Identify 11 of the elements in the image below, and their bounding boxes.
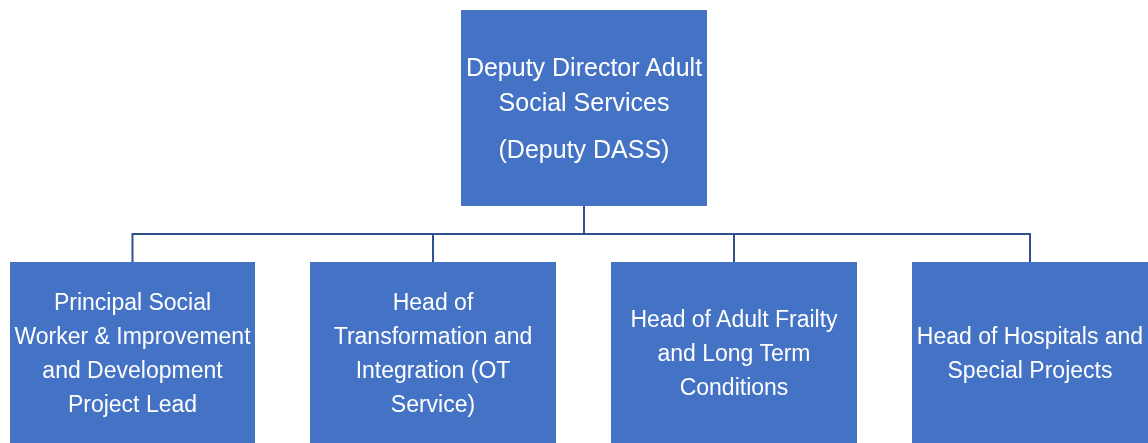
role-title: (Deputy DASS) (498, 133, 670, 165)
org-box (611, 262, 857, 443)
org-box (310, 262, 556, 443)
role-title: Head of Transformation and Integration (OT Service) (332, 287, 534, 419)
role-title: Principal Social Worker & Improvement and Development Project Lead (14, 287, 251, 419)
role-title: Deputy Director Adult Social Services (465, 51, 703, 118)
role-title: Head of Hospitals and Special Projects (916, 321, 1144, 385)
org-box (461, 10, 707, 206)
org-box (912, 262, 1148, 443)
org-box (10, 262, 255, 443)
role-title: Head of Adult Frailty and Long Term Conditions (629, 304, 839, 402)
